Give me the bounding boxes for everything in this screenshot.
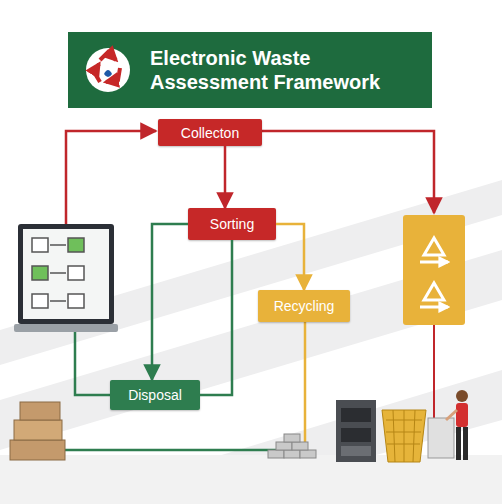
flow-line [75, 332, 110, 395]
box-label: Collecton [181, 125, 239, 141]
flow-arrow [276, 224, 304, 290]
background-stripes [0, 180, 502, 504]
flow-arrow [200, 240, 232, 395]
worker-figure [428, 390, 468, 460]
process-box: Recycling [258, 290, 350, 322]
laptop-illustration [14, 224, 118, 332]
floor [0, 455, 502, 504]
brick-pile [268, 434, 316, 458]
box-label: Sorting [210, 216, 254, 232]
box-label: Disposal [128, 387, 182, 403]
box-label: Recycling [274, 298, 335, 314]
flow-line [66, 131, 156, 224]
title-band [68, 32, 432, 108]
cardboard-boxes [10, 402, 65, 460]
diagram-title: Electronic Waste Assessment Framework [150, 46, 410, 94]
flow-arrow [224, 146, 227, 208]
process-box: Sorting [188, 208, 276, 240]
process-box: Disposal [110, 380, 200, 410]
flow-line [262, 131, 434, 213]
flow-arrow [152, 224, 188, 380]
recycle-icon [86, 48, 130, 92]
flow-line [60, 449, 280, 452]
server-cabinet [336, 400, 376, 462]
process-box: Collecton [158, 119, 262, 146]
waste-basket [382, 410, 426, 462]
flow-line [304, 322, 307, 445]
